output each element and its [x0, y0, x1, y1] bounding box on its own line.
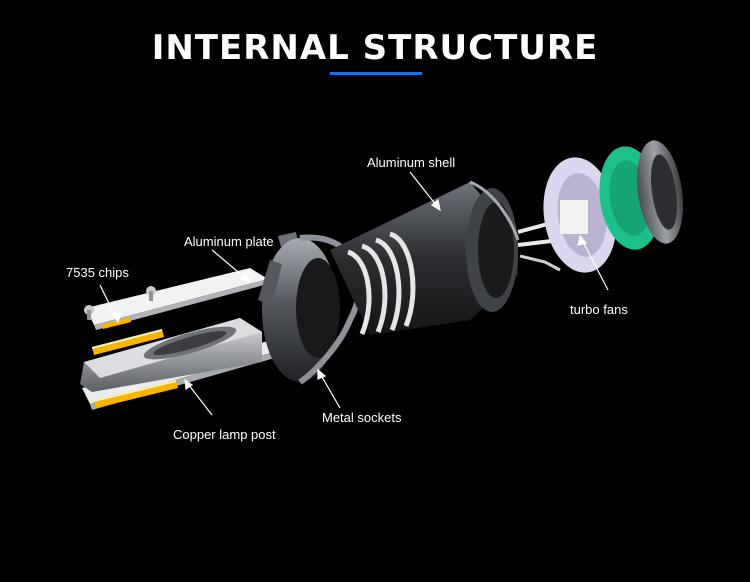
leader-fans	[577, 234, 609, 291]
page-title: INTERNAL STRUCTURE	[151, 28, 599, 68]
label-turbo-fans: turbo fans	[570, 302, 628, 317]
screw-left	[84, 305, 94, 320]
label-aluminum-plate: Aluminum plate	[184, 234, 274, 249]
leader-chips	[99, 284, 122, 324]
label-aluminum-shell: Aluminum shell	[367, 155, 456, 170]
leader-plate	[211, 249, 252, 283]
upper-aluminum-plate	[86, 268, 268, 330]
label-copper-lamp-post: Copper lamp post	[173, 427, 276, 442]
leader-post	[184, 378, 213, 416]
led-chip-small	[102, 317, 131, 329]
copper-lamp-post	[80, 318, 262, 392]
screw-right	[146, 286, 156, 301]
leader-sockets	[317, 368, 341, 409]
label-metal-sockets: Metal sockets	[322, 410, 402, 425]
label-7535-chips: 7535 chips	[66, 265, 129, 280]
heat-sink-fins	[346, 231, 416, 335]
title-underline	[330, 72, 422, 75]
aluminum-shell	[330, 180, 520, 335]
led-chip-strip-upper	[92, 329, 164, 355]
led-chip-strip-lower	[94, 380, 178, 408]
metal-socket	[258, 232, 363, 385]
turbo-fan-ring	[543, 157, 617, 273]
end-cap	[637, 140, 683, 244]
leader-shell	[409, 171, 441, 212]
